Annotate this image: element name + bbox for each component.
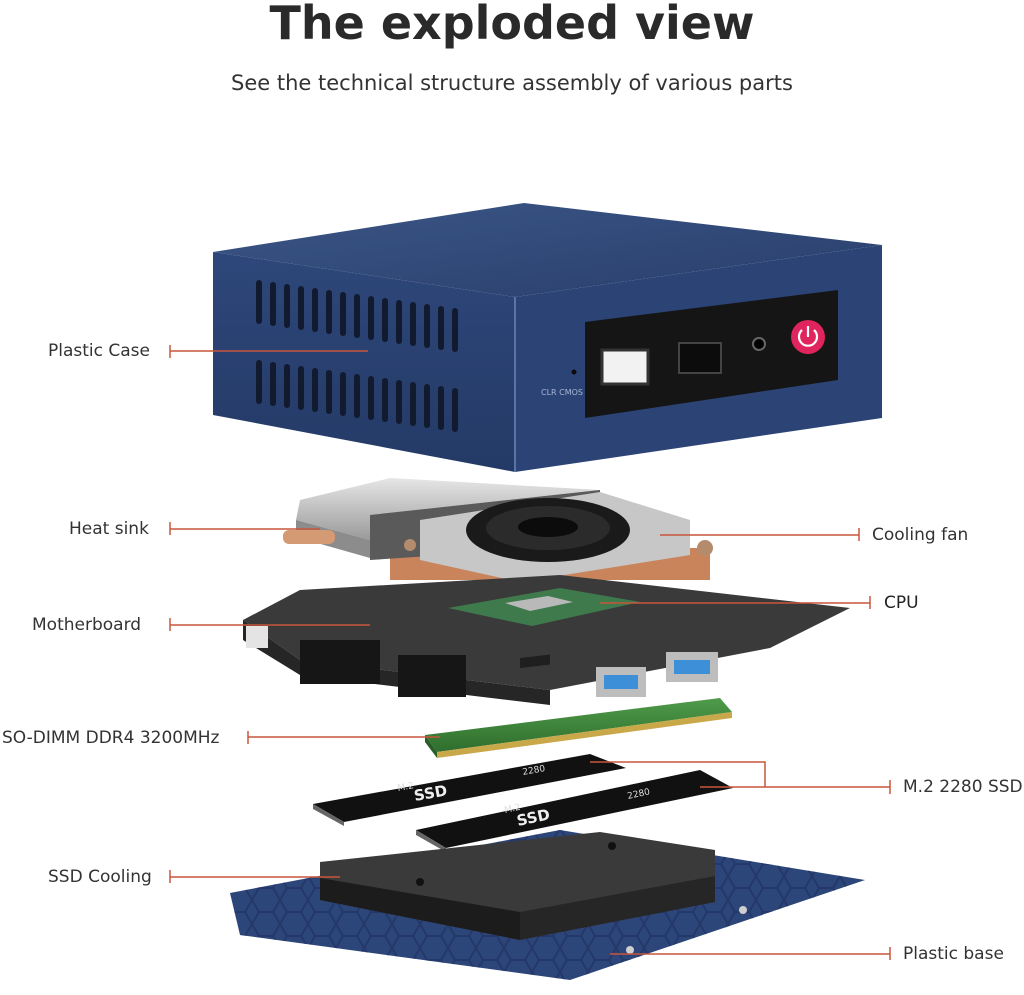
- usb-ports-board: [596, 652, 718, 697]
- ssd-module-1: M.2 SSD 2280: [313, 754, 626, 826]
- callout-heat-sink: Heat sink: [69, 519, 149, 539]
- front-io-panel: [585, 290, 838, 418]
- callout-motherboard: Motherboard: [32, 615, 142, 635]
- callout-ssd-cooling: SSD Cooling: [48, 867, 152, 887]
- ssd-2-type-label: M.2: [504, 803, 522, 816]
- cooling-fan: [404, 492, 713, 582]
- callout-ram: SO-DIMM DDR4 3200MHz: [2, 728, 220, 748]
- ram-module: [425, 654, 732, 758]
- callout-plastic-case: Plastic Case: [48, 341, 150, 361]
- callout-ssd: M.2 2280 SSD: [903, 777, 1023, 797]
- plastic-case: CLR CMOS: [213, 203, 882, 472]
- clr-cmos-hole: [571, 369, 577, 375]
- ssd-cooling-pad: [320, 832, 715, 940]
- audio-jack: [752, 337, 766, 351]
- usb-a-port: [600, 348, 650, 386]
- ssd-1-size-label: 2280: [522, 764, 547, 778]
- ssd-1-type-label: M.2: [397, 781, 415, 794]
- case-vents-upper: [256, 280, 458, 352]
- page-title: The exploded view: [269, 0, 755, 50]
- usb-c-port: [678, 342, 722, 374]
- power-icon: [797, 329, 819, 347]
- callout-cooling-fan: Cooling fan: [872, 525, 969, 545]
- ssd-module-2: M.2 SSD 2280: [416, 770, 733, 852]
- case-vents-lower: [256, 360, 458, 432]
- ssd-1-brand-label: SSD: [413, 781, 449, 805]
- leader-lines: [169, 345, 891, 960]
- callout-plastic-base: Plastic base: [903, 944, 1004, 964]
- clr-cmos-label: CLR CMOS: [541, 388, 583, 397]
- callout-cpu: CPU: [884, 593, 919, 613]
- motherboard: [243, 575, 850, 705]
- cpu: [448, 588, 640, 626]
- page-subtitle: See the technical structure assembly of …: [231, 71, 793, 95]
- ssd-2-size-label: 2280: [627, 787, 652, 802]
